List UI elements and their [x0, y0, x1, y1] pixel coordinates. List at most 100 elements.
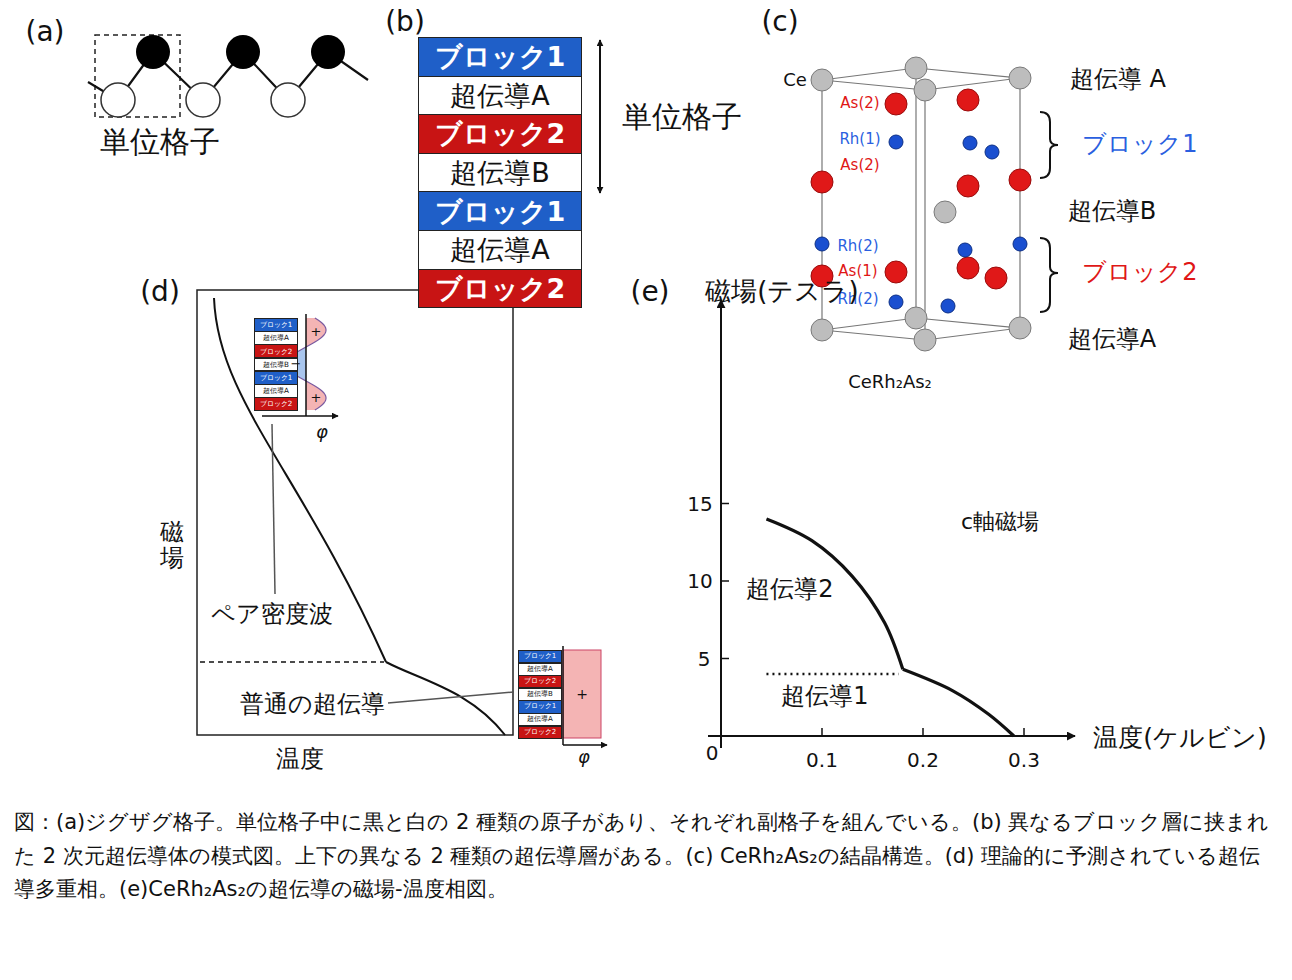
axis-tick — [922, 728, 924, 736]
layer-name: 超伝導A — [450, 236, 549, 263]
ce-atom — [905, 307, 927, 329]
phi-axis — [305, 314, 307, 416]
axis-label: 温度 — [276, 746, 324, 774]
layer-block: ブロック2 — [518, 675, 562, 688]
cell-edge — [822, 80, 925, 90]
axis-label: 温度(ケルビン) — [1093, 724, 1267, 753]
layer-label: 超伝導 A — [1070, 66, 1166, 94]
panel-letter: (e) — [630, 276, 669, 308]
ce-atom — [811, 319, 833, 341]
as-atom — [811, 171, 833, 193]
black-atom — [226, 35, 260, 69]
layer-name: 超伝導A — [527, 666, 553, 673]
leader-line — [388, 692, 514, 703]
layer-block: ブロック1 — [254, 371, 298, 385]
phase-label: ペア密度波 — [211, 601, 333, 629]
rh-atom — [889, 295, 903, 309]
unit-cell-box — [95, 35, 180, 117]
layer-block: ブロック1 — [418, 191, 582, 231]
phi-axis — [262, 415, 338, 417]
layer-name: 超伝導A — [450, 82, 549, 109]
tick-label: 0.3 — [1008, 749, 1040, 772]
ce-atom — [1009, 317, 1031, 339]
atom-label: As(2) — [840, 157, 879, 174]
sign-label: + — [311, 325, 322, 340]
layer-block: 超伝導B — [518, 688, 562, 701]
layer-name: ブロック1 — [524, 703, 556, 710]
rh-atom — [963, 136, 977, 150]
axis-tick — [1023, 728, 1025, 736]
axis-tick — [721, 658, 729, 660]
white-atom — [186, 83, 220, 117]
upper-critical-field — [903, 669, 1014, 736]
axis-label: φ — [578, 747, 590, 768]
layer-block: ブロック1 — [254, 318, 298, 332]
layer-label: ブロック1 — [1082, 131, 1197, 159]
layer-name: ブロック1 — [435, 43, 566, 70]
white-atom — [101, 83, 135, 117]
zigzag-lattice — [88, 35, 368, 117]
tick-label: 15 — [687, 492, 712, 515]
layer-label: 超伝導A — [1068, 326, 1156, 354]
panel-letter: (c) — [761, 6, 798, 38]
x-axis — [708, 735, 1075, 737]
brace — [1040, 238, 1058, 312]
ce-atom — [905, 57, 927, 79]
layer-block: ブロック2 — [518, 726, 562, 739]
sign-label: + — [576, 686, 588, 702]
layer-name: 超伝導B — [263, 361, 289, 368]
layer-block: 超伝導B — [418, 153, 582, 193]
critical-field-curve — [721, 504, 1024, 737]
tick-label: 0 — [706, 742, 719, 765]
tick-label: 5 — [698, 647, 711, 670]
layer-name: ブロック2 — [435, 275, 566, 302]
plot-frame — [197, 290, 513, 735]
axis-tick — [721, 580, 729, 582]
layer-block: 超伝導A — [254, 331, 298, 345]
as-atom — [957, 257, 979, 279]
rh-atom — [941, 299, 955, 313]
tick-label: 0.1 — [806, 749, 838, 772]
compound-name: CeRh₂As₂ — [848, 372, 932, 393]
cell-edge — [822, 68, 916, 80]
cell-edge — [916, 68, 1020, 78]
ce-atom — [1009, 67, 1031, 89]
positive-lobe — [306, 318, 326, 410]
layer-block: 超伝導A — [418, 76, 582, 116]
rh-atom — [958, 243, 972, 257]
layer-name: ブロック1 — [524, 653, 556, 660]
uniform-order-parameter — [563, 650, 601, 738]
ce-atom — [914, 79, 936, 101]
crystal-structure — [811, 57, 1031, 351]
panel-letter: (d) — [140, 276, 180, 308]
layer-name: 超伝導A — [263, 334, 289, 341]
axis-label: 磁場 — [160, 519, 184, 572]
phase-label: 超伝導1 — [781, 683, 868, 711]
as-atom — [885, 93, 907, 115]
black-atom — [136, 35, 170, 69]
sign-label: − — [291, 357, 302, 372]
rh-atom — [985, 145, 999, 159]
layer-name: ブロック2 — [260, 400, 293, 407]
phi-axis — [563, 744, 607, 746]
phi-axis — [562, 646, 564, 745]
white-atom — [271, 83, 305, 117]
layer-name: 超伝導A — [527, 716, 553, 723]
leader-line — [272, 424, 275, 594]
rh-atom — [889, 135, 903, 149]
layer-block: 超伝導A — [418, 230, 582, 270]
field-direction-label: c軸磁場 — [961, 509, 1039, 534]
cell-edge — [822, 330, 925, 340]
layer-block: ブロック1 — [518, 700, 562, 713]
ce-atom — [811, 69, 833, 91]
cell-edge — [916, 318, 1020, 328]
as-atom — [957, 89, 979, 111]
ce-atom — [934, 201, 956, 223]
phase-label: 普通の超伝導 — [240, 691, 385, 719]
cell-edge — [925, 328, 1020, 340]
as-atom — [957, 175, 979, 197]
brace — [1040, 112, 1058, 178]
as-atom — [985, 267, 1007, 289]
phase-label: 超伝導2 — [746, 576, 833, 604]
cell-edge — [915, 68, 916, 318]
